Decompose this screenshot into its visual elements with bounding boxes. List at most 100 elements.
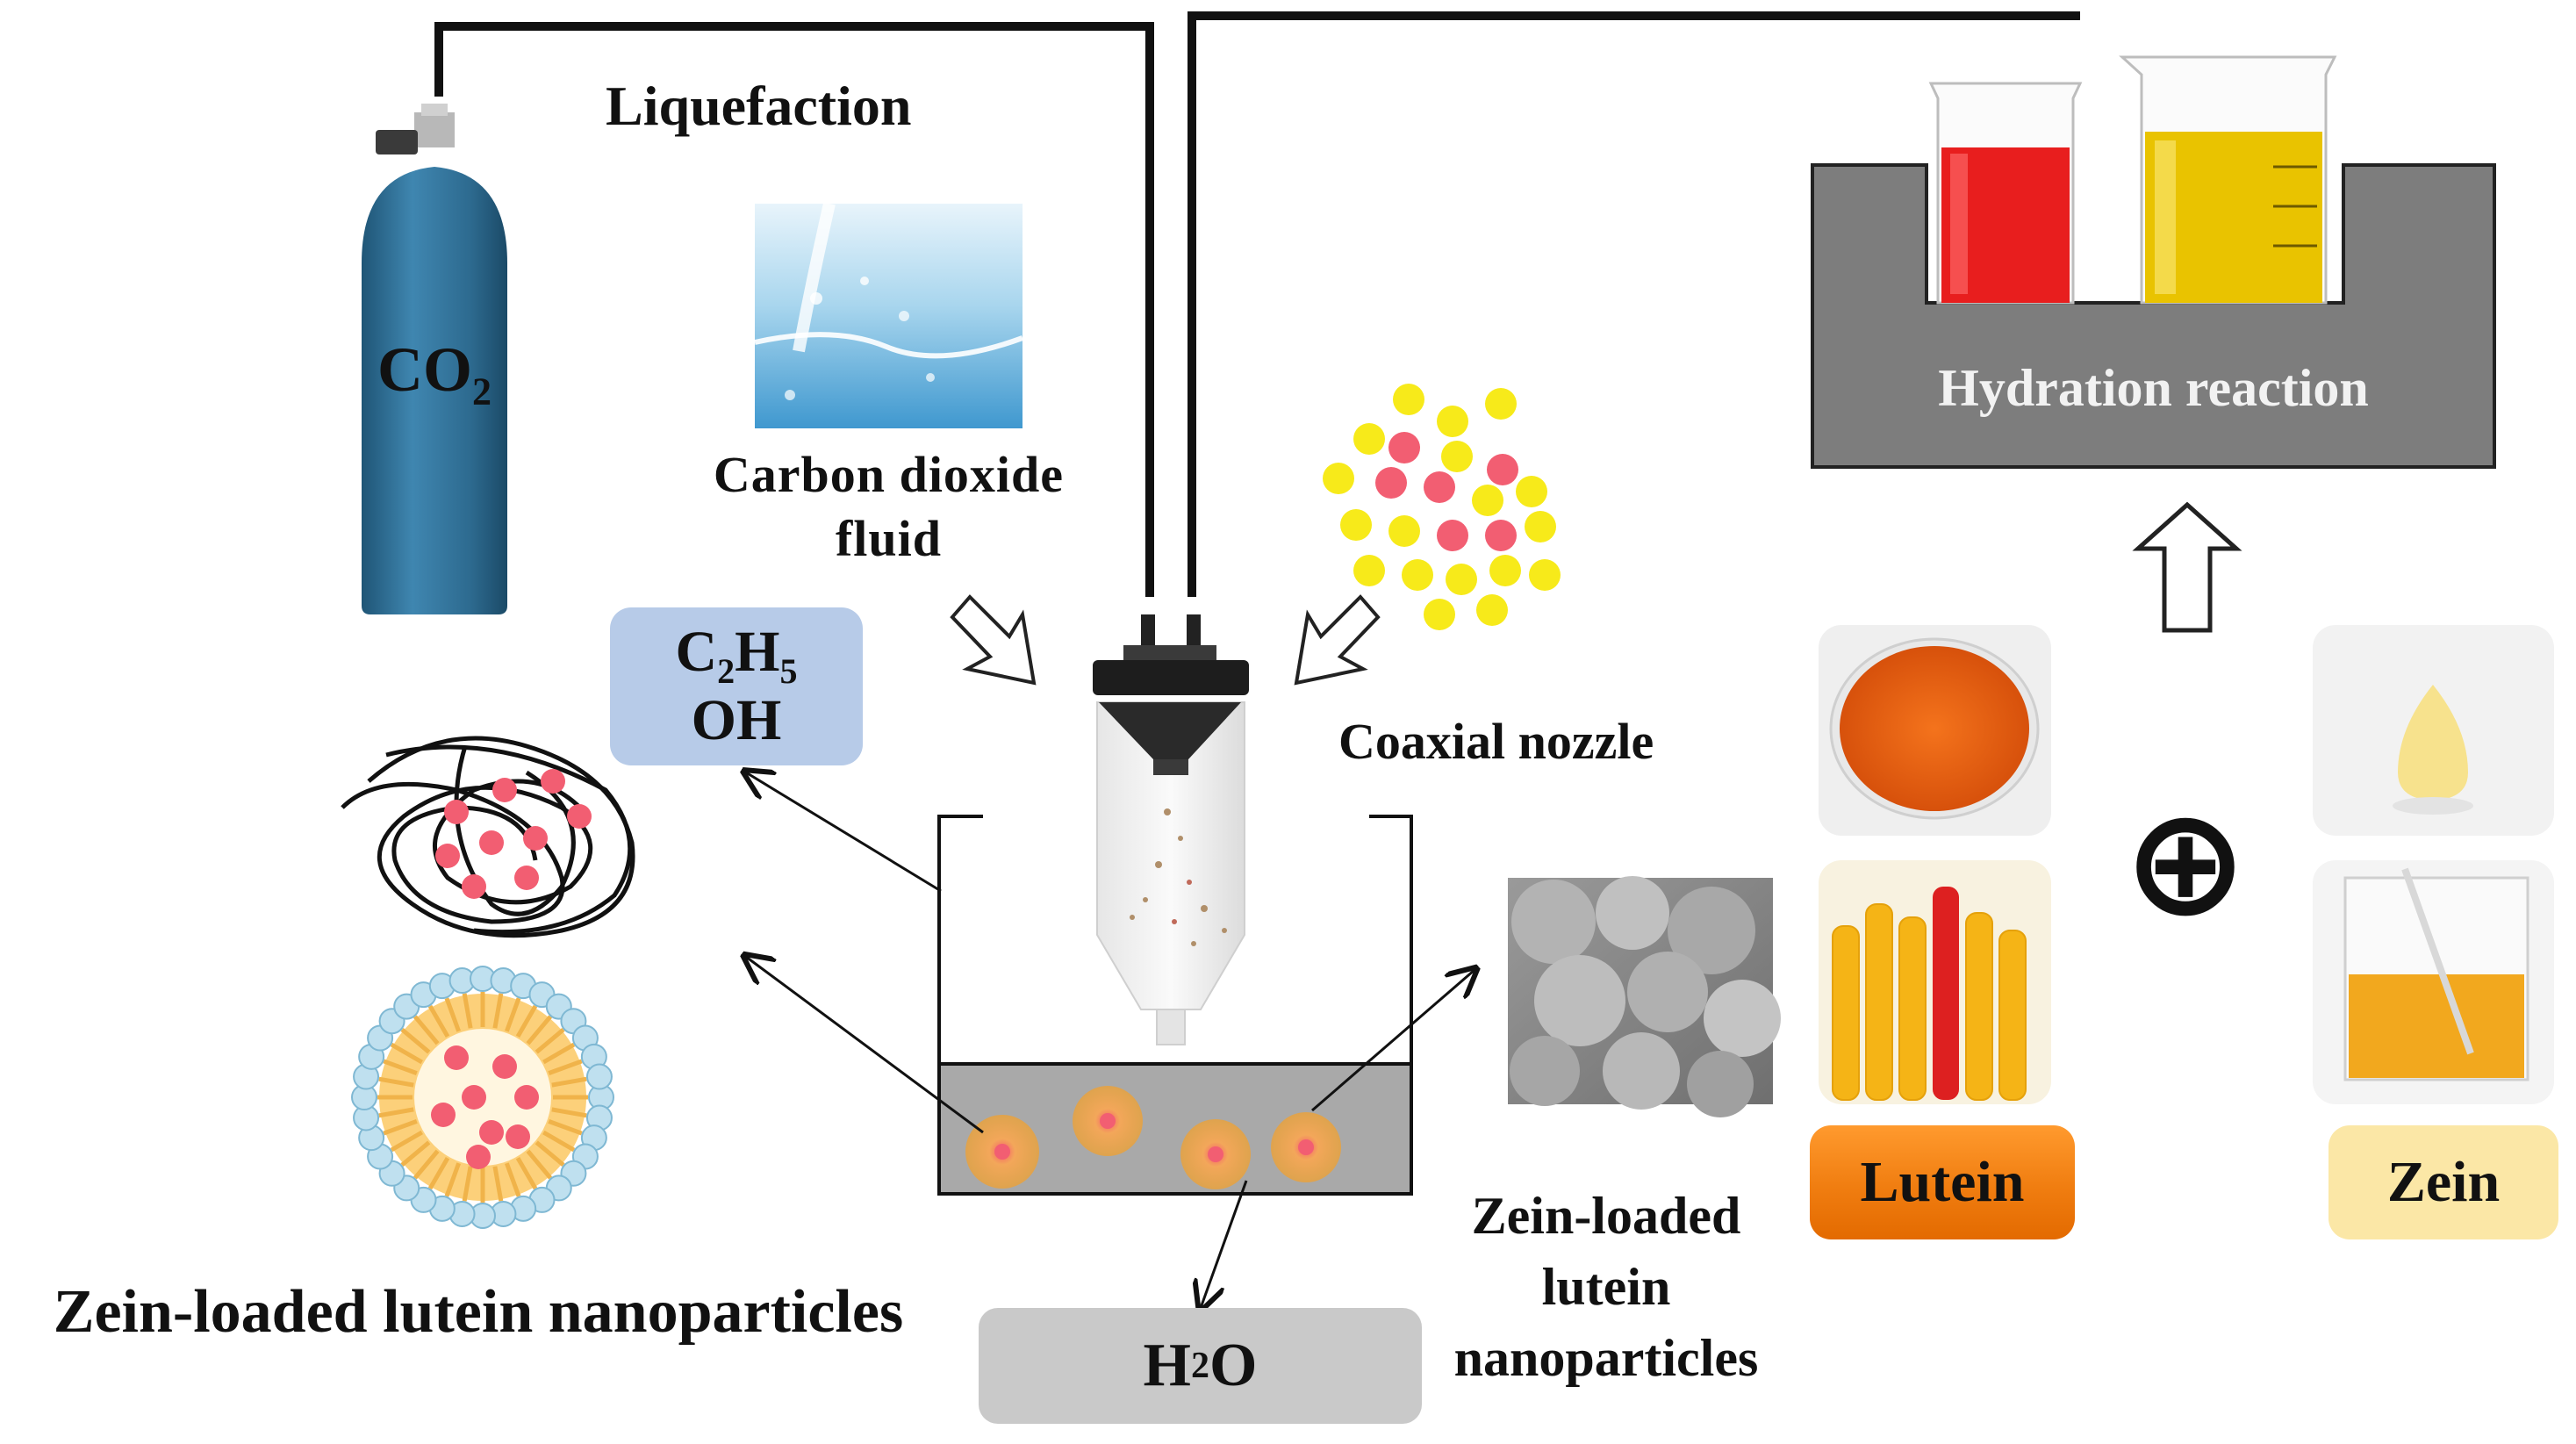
micelle-tail: [526, 1149, 553, 1180]
zein-particle: [1525, 511, 1556, 542]
lutein-test-tubes-image: [1819, 860, 2051, 1104]
zein-particle: [1476, 594, 1508, 626]
zein-particle: [1353, 555, 1385, 586]
zein-particle: [1441, 441, 1473, 472]
fluid-inflow-arrow-icon: [950, 594, 1037, 686]
micelle-tail: [515, 1157, 538, 1190]
micelle-tail: [535, 1027, 565, 1054]
ethanol-formula-top: C2H5: [675, 620, 798, 692]
micelle-tail: [390, 1130, 423, 1153]
micelle-tail: [378, 1107, 414, 1118]
micelle-tail: [444, 997, 461, 1032]
lutein-particle: [1375, 467, 1407, 499]
carbon-dioxide-fluid-label: Carbon dioxide fluid: [713, 446, 1065, 567]
water-out-arrow: [1201, 1180, 1248, 1308]
ethanol-formula-bottom: OH: [691, 688, 782, 753]
sem-out-arrow: [1311, 970, 1475, 1112]
micelle-tail: [400, 1027, 431, 1054]
zein-particle: [1489, 555, 1521, 586]
lutein-powder-image: [1819, 625, 2051, 836]
zein-particle: [1424, 599, 1455, 630]
micelle-lutein-dot: [466, 1145, 491, 1169]
micelle-lutein-dot: [431, 1103, 456, 1127]
micelle-tail: [551, 1076, 587, 1088]
micelle-lutein-dot: [462, 1085, 486, 1110]
micelle-tail: [551, 1107, 587, 1118]
micelle-tail: [427, 1004, 450, 1038]
zein-particle: [1437, 406, 1468, 437]
micelle-tail: [492, 993, 504, 1029]
zein-particle: [1323, 463, 1354, 494]
micelle-tail: [542, 1042, 576, 1065]
micelle-tail: [413, 1149, 440, 1180]
micelle-tail: [390, 1042, 423, 1065]
zein-particle: [1529, 559, 1561, 591]
solution-inflow-arrow-icon: [1294, 594, 1381, 686]
liquefaction-label: Liquefaction: [606, 75, 912, 137]
zein-particle: [1388, 515, 1420, 547]
micelle-lutein-dot: [444, 1045, 469, 1070]
micelle-tail: [400, 1140, 431, 1167]
solution-pipe: [1188, 11, 2080, 597]
zein-particle: [1446, 564, 1477, 595]
coaxial-nozzle-icon: [1093, 614, 1249, 1045]
micelle-tail: [515, 1004, 538, 1038]
micelle-tail: [383, 1059, 418, 1075]
zein-particle: [1340, 509, 1372, 541]
zein-solution-beaker-image: [2313, 860, 2554, 1104]
micelle-tail: [413, 1015, 440, 1045]
micelle-lutein-dot: [514, 1085, 539, 1110]
coaxial-nozzle-label: Coaxial nozzle: [1338, 713, 1654, 770]
lutein-particle: [1485, 520, 1517, 551]
micelle-head: [585, 1063, 613, 1090]
lutein-box: Lutein: [1810, 1125, 2075, 1239]
micelle-tail: [444, 1162, 461, 1197]
micelle-tail: [383, 1119, 418, 1136]
micelle-lutein-dot: [479, 1120, 504, 1145]
zein-box: Zein: [2328, 1125, 2558, 1239]
micelle-tail: [462, 1166, 473, 1202]
co2-pipe: [434, 22, 1154, 597]
micelle-tail: [542, 1130, 576, 1153]
lutein-particle: [1388, 432, 1420, 463]
bottom-caption: Zein-loaded lutein nanoparticles: [53, 1278, 904, 1346]
micelle-tail: [535, 1140, 565, 1167]
micelle-tail: [505, 997, 521, 1032]
micelle-tail: [548, 1119, 583, 1136]
zein-particle: [1472, 485, 1503, 516]
up-arrow-icon: [2132, 501, 2242, 633]
ethanol-box: C2H5 OH: [610, 607, 863, 765]
reaction-vessel: [937, 815, 1413, 1196]
zein-loaded-nanoparticles-label: Zein-loaded lutein nanoparticles: [1453, 1187, 1759, 1387]
zein-particle: [1353, 423, 1385, 455]
lutein-zein-particle-cluster: [1323, 384, 1561, 630]
sem-micrograph-image: [1508, 876, 1781, 1117]
zein-particle: [1516, 476, 1547, 507]
micelle-lutein-dot: [506, 1124, 530, 1149]
micelle-tail: [462, 993, 473, 1029]
red-solution-beaker-icon: [1928, 82, 2083, 305]
water-splash-image: [754, 202, 1024, 428]
micelle-lutein-dot: [492, 1054, 517, 1079]
micelle-tail: [505, 1162, 521, 1197]
yellow-solution-beaker-icon: [2119, 55, 2337, 305]
lutein-particle: [1437, 520, 1468, 551]
micelle-tail: [492, 1166, 504, 1202]
coil-lutein-dots: [435, 769, 592, 899]
micelle-tail: [427, 1157, 450, 1190]
nanoparticle-out-arrow: [746, 957, 984, 1134]
hydration-reaction-bath: [1811, 163, 2496, 469]
co2-label: CO2: [377, 334, 492, 413]
lutein-particle: [1487, 454, 1518, 485]
plus-icon: ⊕: [2122, 776, 2249, 950]
hydration-reaction-label: Hydration reaction: [1938, 359, 2369, 417]
zein-powder-image: [2313, 625, 2554, 836]
zein-particle: [1485, 388, 1517, 420]
co2-cylinder-icon: [362, 104, 507, 614]
micelle-tail: [526, 1015, 553, 1045]
ethanol-out-arrow: [746, 772, 942, 893]
zein-particle: [1393, 384, 1424, 415]
